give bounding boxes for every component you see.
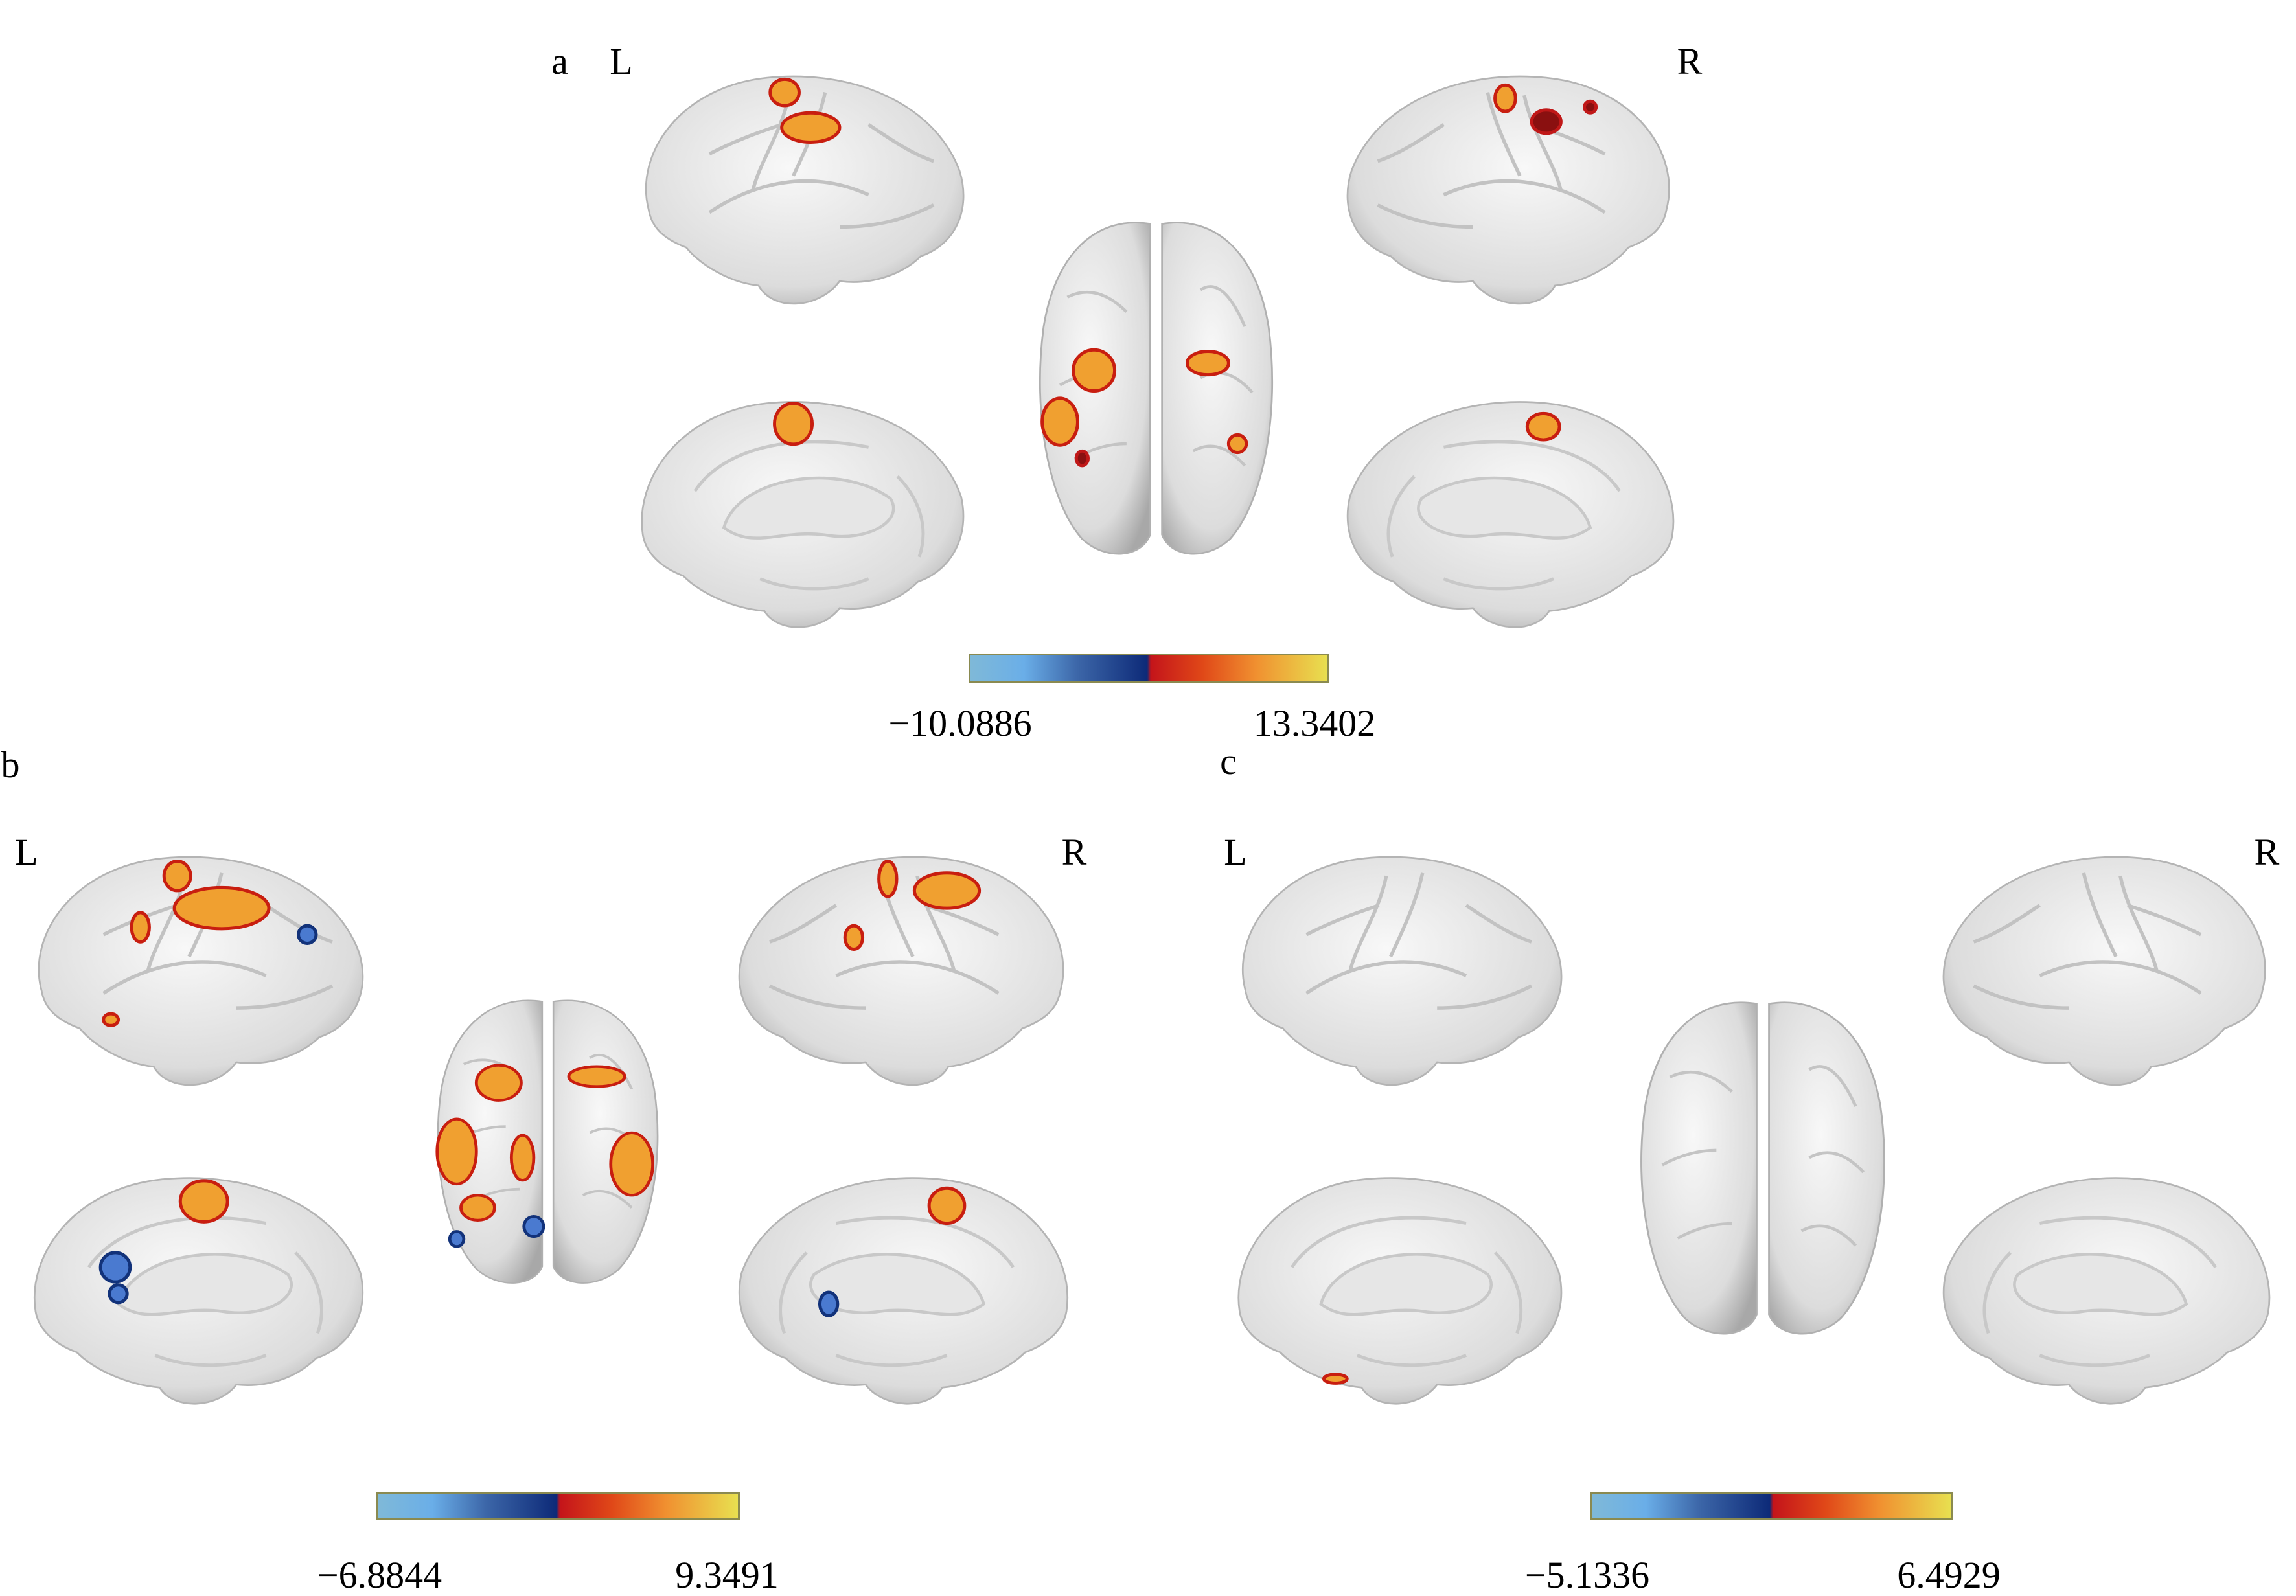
brain-right-medial [1341, 389, 1693, 637]
colorbar [1590, 1492, 1953, 1520]
corpus-callosum [809, 1253, 986, 1316]
activation-cluster [780, 111, 842, 144]
left-hemisphere-label: L [610, 40, 633, 82]
panel-label-a: a [551, 40, 568, 82]
deactivation-cluster [448, 1230, 466, 1248]
colorbar-max-label: 9.3491 [675, 1554, 779, 1596]
deactivation-cluster [297, 924, 318, 945]
activation-cluster [877, 860, 899, 898]
activation-cluster [927, 1186, 967, 1226]
activation-cluster [130, 911, 151, 944]
right-hemisphere-label: R [1061, 831, 1087, 873]
corpus-callosum [1319, 1253, 1493, 1316]
corpus-callosum [2013, 1253, 2188, 1316]
cortical-surface [645, 75, 965, 305]
colorbar-min-label: −5.1336 [1524, 1554, 1650, 1596]
deactivation-cluster [818, 1290, 840, 1317]
brain-dorsal-view [1023, 209, 1289, 561]
colorbar-max-label: 13.3402 [1253, 702, 1376, 744]
activation-cluster [509, 1134, 536, 1182]
colorbar-min-label: −10.0886 [888, 702, 1032, 744]
brain-right-lateral [733, 847, 1087, 1096]
colorbar [376, 1492, 740, 1520]
brain-dorsal-view [1624, 989, 1902, 1341]
panel-label-c: c [1220, 740, 1237, 782]
activation-cluster [1525, 411, 1561, 442]
cortical-surface [1942, 856, 2266, 1086]
brain-left-lateral [623, 66, 970, 315]
right-hemisphere-label: R [2254, 831, 2280, 873]
activation-cluster [1493, 83, 1517, 113]
activation-cluster [172, 885, 271, 931]
cortical-surface [1242, 856, 1563, 1086]
left-hemisphere [1640, 1001, 1758, 1335]
brain-left-lateral [1219, 847, 1568, 1096]
activation-cluster [1074, 449, 1090, 468]
brain-left-medial [1219, 1165, 1568, 1414]
brain-left-lateral [15, 847, 369, 1096]
deactivation-cluster [98, 1251, 132, 1284]
activation-cluster [567, 1065, 626, 1088]
corpus-callosum [722, 476, 895, 540]
activation-cluster [1583, 99, 1598, 115]
activation-cluster [912, 871, 982, 910]
brain-left-medial [623, 389, 970, 637]
activation-cluster [1040, 396, 1079, 447]
left-hemisphere-label: L [1224, 831, 1247, 873]
right-hemisphere-label: R [1677, 40, 1703, 82]
activation-cluster [843, 924, 865, 952]
activation-cluster [474, 1064, 523, 1102]
right-hemisphere [1161, 222, 1274, 555]
right-hemisphere [1768, 1001, 1885, 1335]
activation-cluster [609, 1131, 654, 1197]
brain-right-lateral [1937, 847, 2289, 1096]
cortical-surface [738, 856, 1064, 1086]
brain-dorsal-view [422, 989, 674, 1289]
activation-cluster [1530, 108, 1563, 135]
activation-cluster [1226, 433, 1248, 455]
activation-cluster [435, 1117, 478, 1186]
activation-cluster [1322, 1373, 1349, 1385]
left-hemisphere-label: L [15, 831, 38, 873]
activation-cluster [1185, 349, 1230, 377]
brain-right-medial [1937, 1165, 2289, 1414]
activation-cluster [162, 860, 192, 893]
corpus-callosum [1417, 476, 1592, 540]
brain-right-medial [733, 1165, 1087, 1414]
brain-left-medial [15, 1165, 369, 1414]
activation-cluster [768, 77, 801, 108]
panel-label-b: b [1, 744, 20, 786]
colorbar-min-label: −6.8844 [317, 1554, 442, 1596]
colorbar-max-label: 6.4929 [1897, 1554, 2001, 1596]
activation-cluster [178, 1179, 229, 1224]
activation-cluster [1072, 348, 1117, 393]
activation-cluster [102, 1012, 121, 1027]
activation-cluster [773, 402, 814, 446]
activation-cluster [459, 1194, 496, 1222]
deactivation-cluster [108, 1283, 129, 1305]
brain-right-lateral [1341, 66, 1693, 315]
colorbar [969, 654, 1329, 683]
deactivation-cluster [522, 1214, 545, 1238]
corpus-callosum [116, 1253, 293, 1316]
